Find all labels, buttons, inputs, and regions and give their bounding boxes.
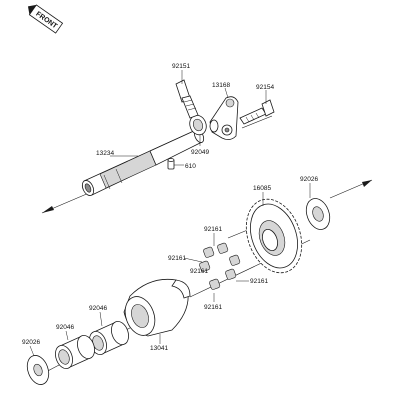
label-92161-b: 92161 xyxy=(168,255,186,262)
oil-seal xyxy=(189,114,207,136)
label-92046-a: 92046 xyxy=(56,324,74,331)
label-92049: 92049 xyxy=(191,149,209,156)
leader-lines xyxy=(29,70,311,357)
label-92046-b: 92046 xyxy=(89,305,107,312)
label-92026-bottom: 92026 xyxy=(22,339,40,346)
bolt-92154 xyxy=(239,99,275,125)
label-92161-d: 92161 xyxy=(250,278,268,285)
label-92161-e: 92161 xyxy=(204,304,222,311)
label-92026-top: 92026 xyxy=(300,176,318,183)
balancer-shaft xyxy=(81,129,205,196)
label-13234: 13234 xyxy=(96,150,114,157)
needle-bearing-outer xyxy=(55,334,95,370)
bolt-92151 xyxy=(175,79,199,119)
label-16085: 16085 xyxy=(253,185,271,192)
right-axis xyxy=(227,179,373,239)
label-13168: 13168 xyxy=(212,82,230,89)
balancer-lever xyxy=(209,96,239,140)
needle-bearing-inner xyxy=(89,320,129,356)
pin-610 xyxy=(167,158,175,170)
washer-92026-bottom xyxy=(26,355,50,385)
label-92154: 92154 xyxy=(256,84,274,91)
balancer-gear xyxy=(245,198,303,274)
part-labels: 92151 13168 92154 92049 13234 610 16085 … xyxy=(22,63,318,352)
damper-rubbers xyxy=(199,242,241,290)
label-610: 610 xyxy=(185,163,196,170)
label-92161-c: 92161 xyxy=(190,268,208,275)
label-92151: 92151 xyxy=(172,63,190,70)
washer-92026-top xyxy=(305,198,331,230)
label-13041: 13041 xyxy=(150,345,168,352)
label-92161-a: 92161 xyxy=(204,226,222,233)
front-direction-badge: FRONT xyxy=(27,4,64,34)
balancer-weight xyxy=(123,278,191,337)
